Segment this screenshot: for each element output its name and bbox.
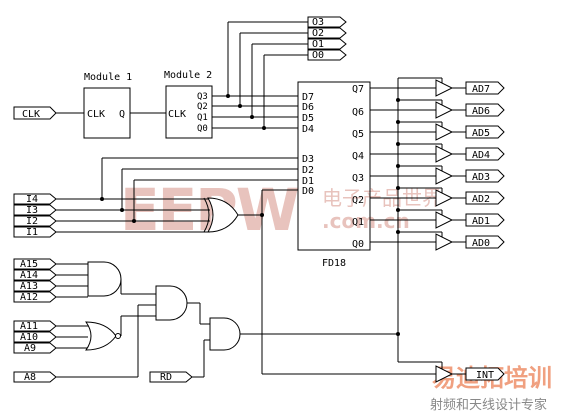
output-bus [370,77,442,336]
svg-text:O0: O0 [312,50,324,61]
svg-text:Q6: Q6 [352,107,364,118]
svg-text:CLK: CLK [87,109,105,120]
watermark-url: .com.cn [322,209,410,233]
svg-text:A11: A11 [20,321,38,332]
and-gate-decode [155,285,188,321]
o-ports: O3 O2 O1 O0 [307,16,347,61]
svg-text:CLK: CLK [168,109,186,120]
svg-text:O1: O1 [312,39,324,50]
svg-text:Q7: Q7 [352,84,364,95]
module-2: Module 2 CLK Q3 Q2 Q1 Q0 [164,70,213,139]
svg-text:O2: O2 [312,28,324,39]
a-mid-ports: A11 A10 A9 [13,320,57,354]
svg-text:D3: D3 [302,154,314,165]
svg-text:RD: RD [160,372,172,383]
svg-text:CLK: CLK [22,109,40,120]
svg-text:I1: I1 [26,227,38,238]
svg-text:O3: O3 [312,17,324,28]
svg-text:AD2: AD2 [472,194,490,205]
ad-ports: AD7 AD6 AD5 AD4 AD3 AD2 AD1 AD0 [465,81,505,249]
fd18-label: FD18 [322,258,346,269]
svg-text:AD3: AD3 [472,172,490,183]
and-gate-read [209,317,241,351]
svg-text:Q1: Q1 [197,113,208,123]
or-gate-i [203,197,239,233]
svg-text:AD4: AD4 [472,150,490,161]
svg-text:AD6: AD6 [472,106,490,117]
module-1: Module 1 CLK Q [83,72,132,139]
fd18-register: D7 D6 D5 D4 D3 D2 D1 D0 Q7 Q6 Q5 Q4 Q3 Q… [297,81,371,269]
int-port: INT [465,367,505,381]
svg-text:Q1: Q1 [352,217,364,228]
svg-text:D2: D2 [302,165,314,176]
svg-text:D7: D7 [302,92,314,103]
svg-text:Q0: Q0 [197,124,208,134]
svg-text:AD1: AD1 [472,216,490,227]
svg-text:Q: Q [119,109,125,120]
int-buffer [435,365,454,383]
svg-text:A8: A8 [24,372,36,383]
svg-text:Q3: Q3 [197,92,208,102]
tristate-buffers [435,78,466,251]
svg-text:AD7: AD7 [472,84,490,95]
svg-text:A15: A15 [20,259,38,270]
rd-port: RD [149,371,193,383]
svg-text:D4: D4 [302,124,314,135]
svg-text:I4: I4 [26,194,38,205]
watermark-brand: 射频和天线设计专家 [430,397,547,413]
svg-text:Q2: Q2 [197,102,208,112]
svg-text:Q0: Q0 [352,239,364,250]
svg-text:Q3: Q3 [352,173,364,184]
svg-text:A9: A9 [24,343,36,354]
clk-port: CLK [13,106,57,120]
svg-text:A14: A14 [20,270,38,281]
svg-text:AD5: AD5 [472,128,490,139]
svg-text:D0: D0 [302,186,314,197]
svg-text:Q2: Q2 [352,195,364,206]
svg-text:Q4: Q4 [352,151,364,162]
svg-text:I3: I3 [26,205,38,216]
svg-text:AD0: AD0 [472,238,490,249]
svg-text:I2: I2 [26,216,38,227]
a8-port: A8 [13,371,57,383]
svg-text:A12: A12 [20,292,38,303]
svg-text:D5: D5 [302,113,314,124]
module-2-title: Module 2 [164,70,212,81]
svg-text:A10: A10 [20,332,38,343]
a-top-ports: A15 A14 A13 A12 [13,258,57,303]
svg-text:A13: A13 [20,281,38,292]
svg-text:Q5: Q5 [352,129,364,140]
svg-text:D6: D6 [302,102,314,113]
svg-text:INT: INT [476,370,494,381]
svg-text:D1: D1 [302,176,314,187]
i-ports: I4 I3 I2 I1 [13,193,57,238]
module-1-title: Module 1 [84,72,132,83]
or-gate-a-mid [85,321,117,351]
and-gate-a-top [87,261,122,297]
